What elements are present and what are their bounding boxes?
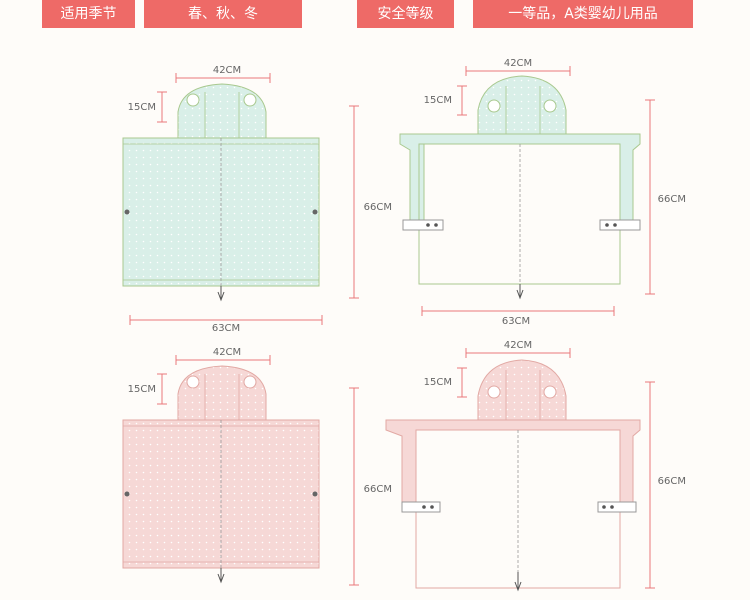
- season-value-tag: 春、秋、冬: [144, 0, 302, 28]
- hood-width-label: 42CM: [504, 58, 532, 69]
- green-towel-flat: 42CM 15CM 66CM 63CM: [122, 65, 392, 334]
- bear-ear-icon: [186, 375, 200, 389]
- bear-ear-icon: [243, 375, 257, 389]
- bear-ear-icon: [487, 385, 501, 399]
- snap-button-icon: [312, 491, 318, 497]
- zipper-pull-icon: [514, 572, 522, 592]
- season-label-tag: 适用季节: [42, 0, 135, 28]
- bear-ear-icon: [543, 385, 557, 399]
- green-towel-worn: 42CM 15CM 66CM 63CM: [399, 58, 686, 327]
- body-width-label: 63CM: [212, 323, 240, 334]
- zipper-pull-icon: [516, 284, 524, 300]
- body-width-label: 63CM: [502, 316, 530, 327]
- snap-button-icon: [124, 491, 130, 497]
- zipper-pull-icon: [217, 286, 225, 302]
- bear-ear-icon: [487, 99, 501, 113]
- body-height-label: 66CM: [364, 202, 392, 213]
- hood-height-label: 15CM: [424, 377, 452, 388]
- body-height-label: 66CM: [658, 476, 686, 487]
- hood-width-label: 42CM: [213, 347, 241, 358]
- pink-towel-flat: 42CM 15CM 66CM: [122, 347, 392, 586]
- bear-ear-icon: [243, 93, 257, 107]
- hood-height-label: 15CM: [128, 384, 156, 395]
- pink-towel-worn: 42CM 15CM 66CM: [385, 340, 686, 592]
- bear-ear-icon: [543, 99, 557, 113]
- hood-height-label: 15CM: [424, 95, 452, 106]
- hood-width-label: 42CM: [504, 340, 532, 351]
- body-height-label: 66CM: [658, 194, 686, 205]
- grade-value-tag: 一等品，A类婴幼儿用品: [473, 0, 693, 28]
- snap-button-icon: [124, 209, 130, 215]
- grade-label-tag: 安全等级: [357, 0, 454, 28]
- snap-button-icon: [312, 209, 318, 215]
- hood-width-label: 42CM: [213, 65, 241, 76]
- bear-ear-icon: [186, 93, 200, 107]
- hood-height-label: 15CM: [128, 102, 156, 113]
- body-height-label: 66CM: [364, 484, 392, 495]
- zipper-pull-icon: [217, 568, 225, 584]
